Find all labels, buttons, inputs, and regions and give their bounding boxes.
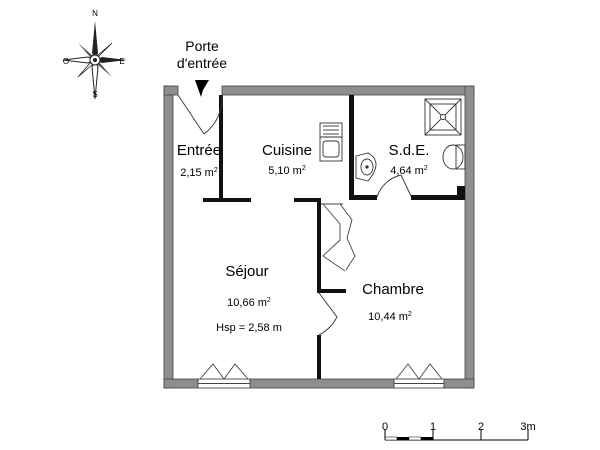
room-area-sde: 4,64 m2 bbox=[390, 165, 428, 177]
window-chambre-icon bbox=[393, 363, 445, 389]
chambre-door-icon bbox=[318, 292, 338, 336]
compass-south-label: S bbox=[92, 90, 97, 99]
sde-door-icon bbox=[376, 174, 412, 198]
room-name-cuisine: Cuisine bbox=[262, 142, 312, 159]
scale-label-0: 0 bbox=[382, 421, 388, 433]
scale-label-3: 3m bbox=[520, 421, 535, 433]
scale-label-2: 2 bbox=[478, 421, 484, 433]
room-name-sejour: Séjour bbox=[225, 263, 268, 280]
room-name-entree: Entrée bbox=[177, 142, 221, 159]
washbasin-icon bbox=[355, 152, 377, 182]
room-area-sejour: 10,66 m2 bbox=[227, 297, 271, 309]
compass-rose-icon bbox=[62, 21, 127, 100]
entrance-arrow-icon bbox=[195, 80, 209, 97]
scale-label-1: 1 bbox=[430, 421, 436, 433]
room-name-sde: S.d.E. bbox=[389, 142, 430, 159]
kitchen-sink-icon bbox=[319, 122, 343, 162]
room-name-chambre: Chambre bbox=[362, 281, 424, 298]
closet-icon bbox=[321, 203, 356, 272]
interior-walls bbox=[203, 95, 465, 379]
toilet-icon bbox=[442, 144, 466, 170]
compass-north-label: N bbox=[92, 9, 98, 18]
room-area-entree: 2,15 m2 bbox=[180, 167, 218, 179]
entrance-label-line2: d'entrée bbox=[177, 55, 227, 71]
compass-east-label: E bbox=[119, 57, 124, 66]
ceiling-height-sejour: Hsp = 2,58 m bbox=[216, 322, 282, 334]
room-area-cuisine: 5,10 m2 bbox=[268, 165, 306, 177]
room-area-chambre: 10,44 m2 bbox=[368, 311, 412, 323]
entrance-label-line1: Porte bbox=[185, 38, 219, 54]
scale-bar bbox=[384, 429, 529, 441]
compass-west-label: O bbox=[63, 57, 69, 66]
window-sejour-icon bbox=[197, 363, 251, 389]
shower-icon bbox=[424, 98, 462, 136]
entrance-door-icon bbox=[177, 94, 223, 135]
